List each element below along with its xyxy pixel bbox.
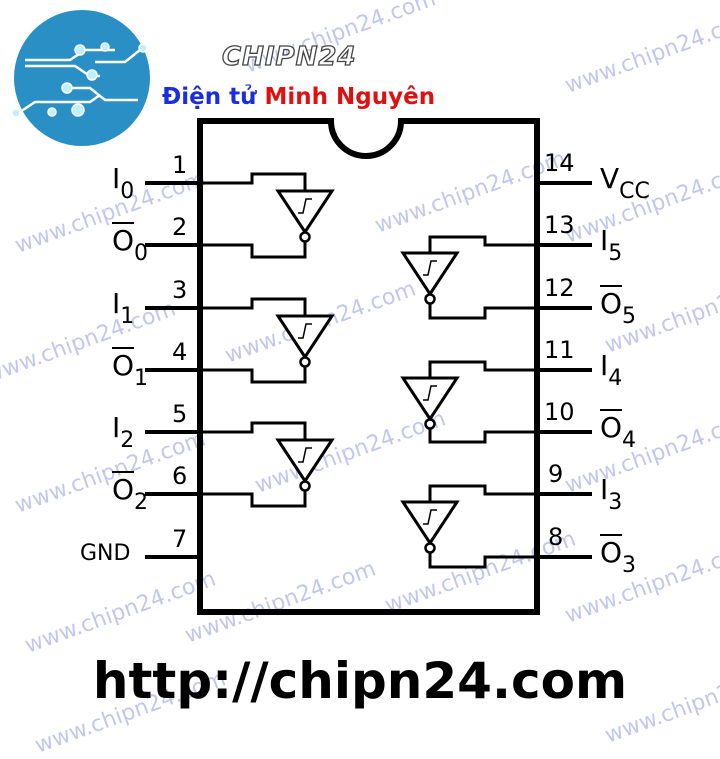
pin-name: I [600,473,609,506]
gate-input-wire [200,172,307,191]
gate-output-wire [200,367,307,384]
pin-name: O [600,411,623,444]
inverter-triangle [275,189,335,235]
gate-input-wire [428,484,537,502]
pin-subscript: 4 [608,366,623,391]
gate-output-wire [428,304,537,320]
pin-number-right: 8 [548,523,564,551]
inverter-triangle [400,251,460,297]
pin-label-right: O5 [600,290,636,328]
gate-output-wire [428,429,537,444]
ic-body [197,118,540,615]
pin-label-left: I2 [112,414,134,452]
inverter-bubble [424,293,436,305]
brand-name: CHIPN24 [221,41,357,72]
pin-label-left: I0 [112,165,134,203]
schmitt-trigger-icon [298,447,312,463]
tagline-part1: Điện tử [162,84,257,110]
schmitt-trigger-icon [423,385,437,401]
gate-output-wire [200,242,307,259]
pin-name: GND [80,541,131,566]
pin-number-left: 5 [172,400,188,428]
pin-label-right: I3 [600,476,622,514]
pin-number-right: 10 [544,398,575,426]
pin-label-left: I1 [112,290,134,328]
gate-input-wire [200,421,307,440]
pin-subscript: 4 [622,428,637,453]
inverter-triangle [275,438,335,484]
pin-label-right: VCC [600,165,650,203]
pin-subscript: 2 [120,428,135,453]
pin-label-left: O0 [112,227,148,265]
pin-number-left: 7 [172,525,188,553]
pin-name: I [112,287,121,320]
gate-output-wire [428,553,537,569]
schmitt-trigger-icon [423,509,437,525]
pin-label-right: O3 [600,539,636,577]
pin-label-left: O2 [112,476,148,514]
pin-name: I [112,162,121,195]
pin-subscript: 5 [608,241,623,266]
gate-input-wire [428,235,537,253]
gate-output-wire [200,491,307,508]
pin-label-left: O1 [112,352,148,390]
inverter-bubble [424,418,436,430]
pin-label-right: I4 [600,352,622,390]
inverter-bubble [299,356,311,368]
pin-number-left: 2 [172,213,188,241]
schmitt-trigger-icon [298,198,312,214]
pin-number-left: 1 [172,151,188,179]
pin-number-left: 6 [172,462,188,490]
pin-subscript: 5 [622,304,637,329]
pin-name: O [600,287,623,320]
pin-subscript: 2 [134,490,149,515]
pin-name: V [600,162,620,195]
inverter-triangle [275,314,335,360]
pin-number-right: 12 [544,274,575,302]
footer-url[interactable]: http://chipn24.com [92,652,628,710]
pin-name: O [600,536,623,569]
pin-name: O [112,349,135,382]
pin-label-right: I5 [600,227,622,265]
schmitt-trigger-icon [298,323,312,339]
pin-subscript: CC [619,179,650,204]
pin-number-right: 13 [544,211,575,239]
pin-subscript: 3 [622,553,637,578]
pin-name: I [112,411,121,444]
gate-input-wire [428,360,537,378]
pin-number-left: 3 [172,276,188,304]
pin-number-left: 4 [172,338,188,366]
logo [11,10,150,146]
inverter-bubble [299,231,311,243]
gate-input-wire [200,297,307,316]
pin-subscript: 3 [608,490,623,515]
pin-subscript: 0 [120,179,135,204]
tagline-part2: Minh Nguyên [264,84,436,110]
pin-name: O [112,224,135,257]
pin-name: I [600,224,609,257]
pin-name: O [112,473,135,506]
pin-number-right: 11 [544,336,575,364]
pin-subscript: 1 [120,304,135,329]
pin-label-left: GND [80,543,130,565]
pin-subscript: 1 [134,366,149,391]
pin-subscript: 0 [134,241,149,266]
inverter-bubble [424,542,436,554]
inverter-bubble [299,480,311,492]
pin-number-right: 14 [544,149,575,177]
pin-number-right: 9 [548,460,564,488]
inverter-triangle [400,376,460,422]
inverter-triangle [400,500,460,546]
pin-label-right: O4 [600,414,636,452]
pin-name: I [600,349,609,382]
schmitt-trigger-icon [423,260,437,276]
ic-pinout-diagram [145,118,592,615]
brand-tagline: Điện tử Minh Nguyên [162,84,435,110]
